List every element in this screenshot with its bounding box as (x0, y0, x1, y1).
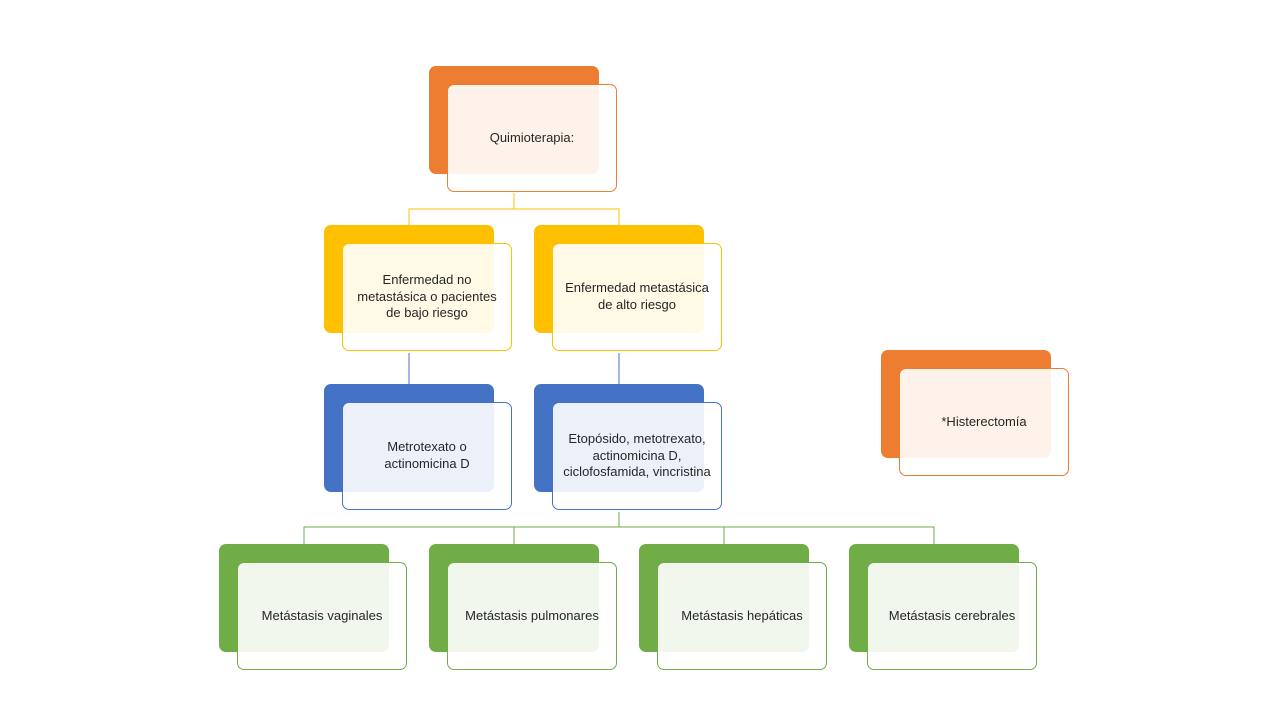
node-root: Quimioterapia: (429, 66, 619, 192)
node-category-low-risk: Enfermedad no metastásica o pacientes de… (324, 225, 514, 351)
node-metastasis-hepatic-label: Metástasis hepáticas (657, 562, 827, 670)
node-metastasis-vaginal-label: Metástasis vaginales (237, 562, 407, 670)
node-treatment-high-risk: Etopósido, metotrexato, actinomicina D, … (534, 384, 724, 510)
node-metastasis-pulmonary: Metástasis pulmonares (429, 544, 619, 670)
node-category-low-risk-label: Enfermedad no metastásica o pacientes de… (342, 243, 512, 351)
node-category-high-risk: Enfermedad metastásica de alto riesgo (534, 225, 724, 351)
node-metastasis-cerebral-label: Metástasis cerebrales (867, 562, 1037, 670)
connector-treatment-to-metastases-3 (619, 526, 935, 544)
connector-root-to-categories-right (514, 208, 620, 225)
node-metastasis-cerebral: Metástasis cerebrales (849, 544, 1039, 670)
node-side-note: *Histerectomía (881, 350, 1071, 476)
connector-root-to-categories (408, 193, 515, 225)
connector-treatment-to-metastases (303, 512, 620, 544)
node-metastasis-vaginal: Metástasis vaginales (219, 544, 409, 670)
node-category-high-risk-label: Enfermedad metastásica de alto riesgo (552, 243, 722, 351)
node-root-label: Quimioterapia: (447, 84, 617, 192)
node-side-note-label: *Histerectomía (899, 368, 1069, 476)
node-metastasis-hepatic: Metástasis hepáticas (639, 544, 829, 670)
node-treatment-high-risk-label: Etopósido, metotrexato, actinomicina D, … (552, 402, 722, 510)
node-metastasis-pulmonary-label: Metástasis pulmonares (447, 562, 617, 670)
node-treatment-low-risk-label: Metrotexato o actinomicina D (342, 402, 512, 510)
node-treatment-low-risk: Metrotexato o actinomicina D (324, 384, 514, 510)
